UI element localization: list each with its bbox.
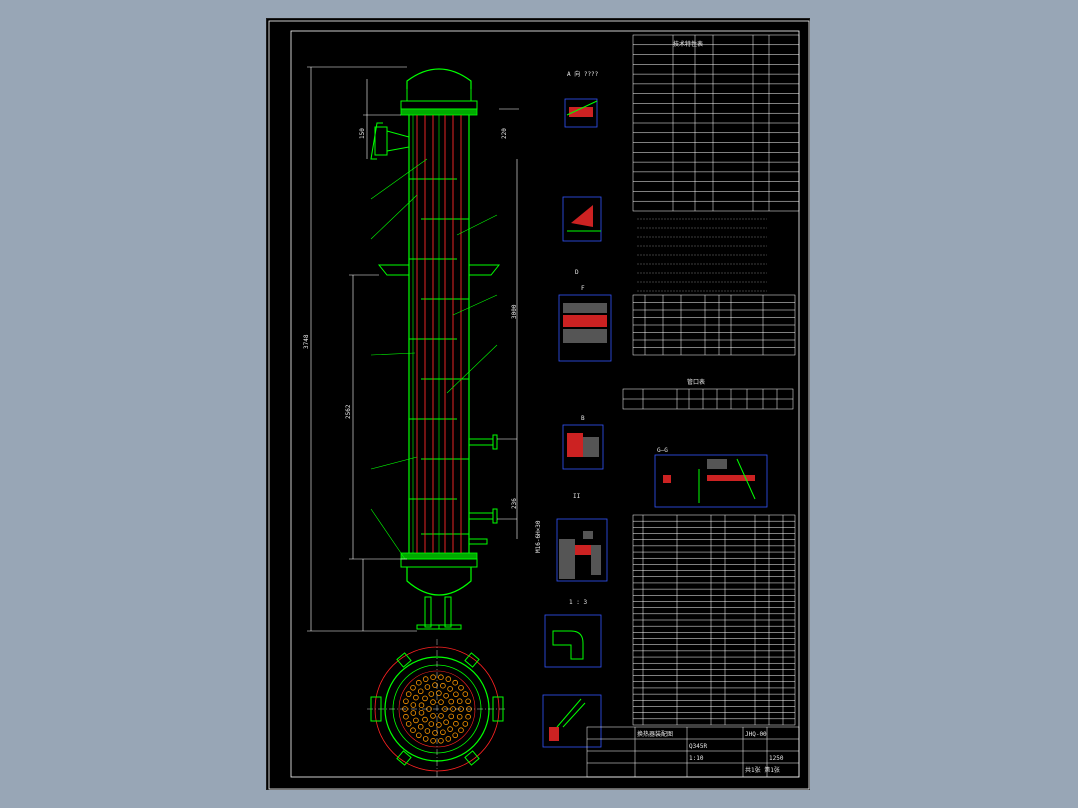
- tube-hole: [405, 691, 412, 697]
- tube-hole: [438, 737, 444, 744]
- title-drawing-name: 换热器装配图: [637, 731, 674, 738]
- tube-hole: [430, 699, 436, 705]
- tube-hole: [445, 676, 452, 682]
- tube-hole: [410, 684, 416, 691]
- tube-hole: [417, 723, 424, 730]
- dim-shell-length: 2562: [345, 404, 352, 419]
- right-tables: [622, 34, 800, 726]
- tube-hole: [465, 713, 471, 720]
- tube-hole: [422, 736, 429, 742]
- tube-hole: [403, 713, 409, 720]
- tube-hole: [418, 702, 425, 708]
- tube-hole: [413, 694, 419, 701]
- tube-hole: [438, 713, 444, 719]
- tube-hole: [438, 699, 444, 705]
- detail-ii-label: II: [573, 493, 581, 500]
- section-f-label: F: [581, 285, 585, 292]
- tube-hole: [410, 710, 417, 716]
- view-b-label: B: [581, 415, 585, 422]
- drawing-sheet: A 向 ???? B D F G—G II 1 : 3 M16-6H×30 管口…: [266, 18, 810, 790]
- scale-label: 1 : 3: [569, 599, 588, 606]
- tube-hole: [430, 737, 436, 744]
- detail-views: [542, 98, 768, 748]
- tube-hole: [465, 698, 471, 705]
- dim-total-height: 3748: [303, 334, 310, 349]
- tube-hole: [424, 684, 431, 690]
- tube-hole: [417, 688, 424, 695]
- tube-hole: [428, 691, 435, 697]
- tube-hole: [462, 691, 469, 697]
- title-weight: 1250: [769, 755, 784, 762]
- tube-hole: [443, 692, 449, 699]
- tube-hole: [456, 713, 463, 720]
- tube-hole: [424, 728, 431, 734]
- tube-hole: [430, 674, 436, 680]
- tube-hole: [438, 674, 444, 680]
- tube-hole: [416, 679, 422, 686]
- plan-view: [367, 639, 507, 779]
- tube-hole: [448, 698, 455, 705]
- tube-hole: [416, 732, 422, 739]
- tube-hole: [458, 684, 464, 691]
- title-scale: 1:10: [689, 755, 704, 762]
- nozzle-table-title: 管口表: [687, 379, 706, 386]
- tube-hole: [430, 713, 436, 719]
- title-sheet: 共1张 第1张: [745, 767, 780, 774]
- tube-hole: [445, 736, 452, 742]
- title-drawing-no: JHQ-00: [745, 731, 767, 738]
- tech-table-title: 技术特性表: [673, 41, 704, 48]
- tube-hole: [456, 698, 463, 704]
- tube-hole: [447, 726, 453, 732]
- tube-hole: [432, 682, 438, 688]
- tube-hole: [413, 717, 419, 724]
- tube-hole: [436, 722, 442, 728]
- tube-hole: [410, 727, 416, 733]
- view-a-label: A 向 ????: [567, 71, 599, 78]
- tube-hole: [447, 686, 453, 692]
- tube-hole: [452, 732, 459, 739]
- title-material: Q345R: [689, 743, 708, 750]
- tube-hole: [440, 682, 446, 689]
- tube-hole: [452, 679, 459, 686]
- tube-hole: [418, 709, 425, 716]
- tube-hole: [403, 698, 409, 705]
- tube-hole: [422, 676, 429, 682]
- tube-hole: [453, 720, 459, 727]
- view-d-label: D: [575, 269, 579, 276]
- heat-exchanger-vessel: [370, 68, 501, 630]
- tube-hole: [422, 716, 428, 723]
- flange-bolt-label: M16-6H×30: [535, 520, 542, 553]
- tube-hole: [443, 719, 449, 725]
- tube-hole: [436, 690, 442, 696]
- dimension-lines: [307, 66, 519, 632]
- dim-d1: 150: [359, 128, 366, 139]
- view-g-label: G—G: [657, 447, 668, 454]
- tube-hole: [448, 713, 455, 720]
- tube-hole: [428, 721, 435, 727]
- tube-hole: [432, 730, 438, 736]
- tube-hole: [422, 695, 428, 702]
- tube-hole: [405, 721, 412, 727]
- cad-drawing: [268, 20, 810, 790]
- tube-hole: [440, 729, 446, 736]
- tube-hole: [410, 702, 417, 708]
- tube-hole: [453, 691, 459, 698]
- dim-tube-length: 3000: [511, 304, 518, 319]
- dim-d4: 236: [511, 498, 518, 509]
- title-block: [586, 726, 800, 778]
- dim-d2: 220: [501, 128, 508, 139]
- tube-hole: [458, 727, 464, 733]
- tube-hole: [462, 721, 469, 727]
